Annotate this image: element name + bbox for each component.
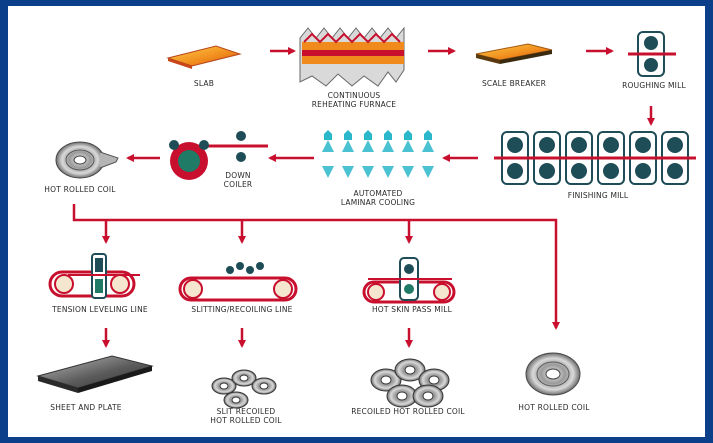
label-slab: SLAB [194,79,214,88]
roughing-mill-icon [628,31,676,77]
recoiled-coils-icon [370,358,450,408]
cooling-nozzle [402,130,414,178]
recoiled-coil [394,358,426,382]
label-tension: TENSION LEVELING LINE [51,305,148,314]
cooling-nozzle [422,130,434,178]
recoiled-coil [370,368,402,392]
label-roughing: ROUGHING MILL [622,81,686,90]
mill-stand [533,131,561,185]
slit-coil [231,369,257,387]
slit-coils-icon [211,369,277,409]
cooling-nozzle [382,130,394,178]
finishing-mill-icon [494,131,696,185]
label-finishing: FINISHING MILL [568,191,629,200]
slab-icon [166,45,242,69]
laminar-cooling-icon [322,130,434,178]
cooling-nozzle [362,130,374,178]
label-sheet: SHEET AND PLATE [50,403,122,412]
slit-coil [211,377,237,395]
label-slitting: SLITTING/RECOILING LINE [191,305,292,314]
slit-coil [223,391,249,409]
down-coiler-icon [169,131,268,180]
coil-icon [55,141,119,179]
label-recoiled: RECOILED HOT ROLLED COIL [351,407,465,416]
tension-leveling-line-icon [48,253,140,299]
cooling-nozzle [322,130,334,178]
recoiled-coil [386,384,418,408]
sheet-plate-icon [36,355,154,393]
label-hrcoil: HOT ROLLED COIL [44,185,116,194]
slitting-line-icon [178,262,298,302]
skin-pass-mill-icon [362,257,456,304]
edge-hrcoil-bus [72,204,560,330]
label-final: HOT ROLLED COIL [518,403,590,412]
label-scale: SCALE BREAKER [482,79,546,88]
cooling-nozzle [342,130,354,178]
slit-coil [251,377,277,395]
scale-breaker-icon [475,43,553,64]
recoiled-coil [412,384,444,408]
furnace-icon [299,26,405,87]
coil-icon [525,352,581,396]
label-temper: HOT SKIN PASS MILL [372,305,453,314]
